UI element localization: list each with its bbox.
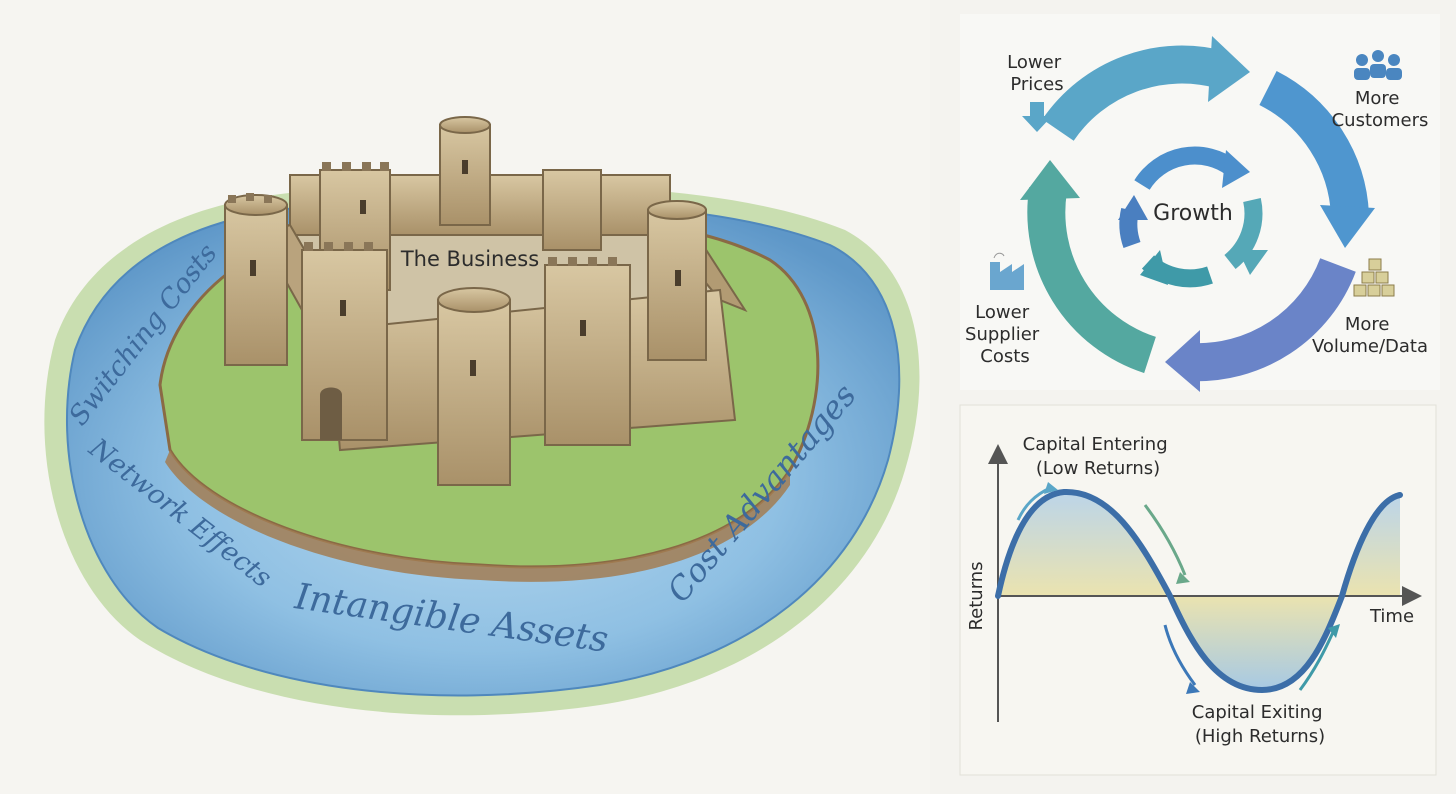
castle [224,116,748,486]
down-arrow-icon [1022,102,1052,132]
flywheel-node-lower-prices: Lower Prices [1007,52,1067,132]
moat-illustration: The Business Switching Costs Network Eff… [44,116,920,716]
cycle-fill-upper [998,491,1170,596]
cycle-x-label: Time [1369,606,1414,627]
flywheel-arc-top [1042,45,1228,142]
flywheel-arc-right [1258,71,1369,217]
business-label: The Business [400,247,539,271]
boxes-icon [1353,258,1395,297]
flywheel-arc-left [1027,187,1157,374]
svg-text:Lower Prices: Lower Prices [1007,52,1067,95]
flywheel-center-label: Growth [1153,201,1233,226]
factory-icon [990,262,1024,290]
cycle-top-annotation: Capital Entering (Low Returns) [1023,434,1174,479]
flywheel-node-lower-supplier: Lower Supplier Costs [965,252,1045,367]
flywheel-arrowhead-bottom [1165,330,1200,392]
cycle-fill-right [1342,495,1400,596]
cycle-curve [995,488,1403,694]
flywheel-arrowhead-right [1320,205,1375,248]
flywheel-arrowhead-left [1020,160,1080,200]
svg-text:More Volume/Data: More Volume/Data [1312,314,1428,357]
flywheel-arrowhead-top [1208,36,1250,102]
svg-text:Lower Supplier: Lower Supplier Costs [965,302,1045,367]
svg-text:More Customers: More Customers [1332,88,1429,131]
cycle-y-label: Returns [966,561,987,630]
cycle-bottom-annotation: Capital Exiting (High Returns) [1192,702,1329,747]
flywheel-arc-bottom [1189,257,1356,382]
flywheel-node-more-volume: More Volume/Data [1312,258,1428,357]
flywheel-diagram: Growth Lower Prices More Customers [960,14,1440,392]
capital-cycle-chart: Returns Time Capital Entering (Low Retur… [959,404,1437,776]
people-icon [1354,50,1402,80]
flywheel-node-more-customers: More Customers [1332,50,1429,131]
